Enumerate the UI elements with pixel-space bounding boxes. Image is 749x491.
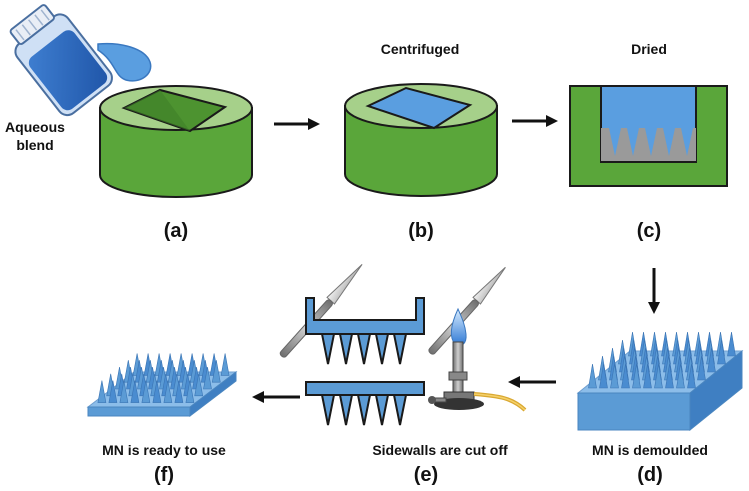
needle bbox=[141, 380, 151, 403]
needle bbox=[687, 363, 696, 389]
step-b-mould bbox=[344, 83, 498, 197]
needle bbox=[643, 363, 652, 389]
mould-sidewalls-removed bbox=[305, 381, 425, 426]
step-a-mould bbox=[99, 85, 253, 198]
scalpel-icon bbox=[279, 263, 363, 358]
step-c-cross-section bbox=[569, 85, 728, 187]
needle bbox=[185, 380, 195, 403]
needle bbox=[697, 355, 706, 381]
needle bbox=[152, 380, 162, 403]
needles-d bbox=[588, 331, 736, 389]
bottle-icon bbox=[9, 4, 152, 117]
panel-label-b: (b) bbox=[408, 220, 434, 242]
panel-label-e: (e) bbox=[414, 464, 438, 486]
needle bbox=[717, 339, 726, 365]
centrifuged-label: Centrifuged bbox=[381, 41, 460, 57]
needle bbox=[119, 380, 129, 403]
needle bbox=[588, 363, 597, 389]
mould-with-sidewalls bbox=[305, 297, 425, 365]
bunsen-burner-icon bbox=[428, 307, 527, 412]
blend-label: blend bbox=[16, 137, 53, 153]
needle bbox=[665, 363, 674, 389]
sidewalls-label: Sidewalls are cut off bbox=[372, 442, 508, 458]
demoulded-label: MN is demoulded bbox=[592, 442, 708, 458]
panel-label-a: (a) bbox=[164, 220, 188, 242]
needle bbox=[130, 380, 140, 403]
needles-f bbox=[97, 353, 230, 403]
arrow-b-to-c bbox=[512, 115, 558, 127]
arrow-e-to-f bbox=[252, 391, 300, 403]
needle bbox=[654, 363, 663, 389]
needle bbox=[599, 363, 608, 389]
needle bbox=[220, 353, 230, 376]
needle bbox=[108, 380, 118, 403]
needle bbox=[632, 363, 641, 389]
needle bbox=[97, 380, 107, 403]
needle bbox=[163, 380, 173, 403]
arrow-a-to-b bbox=[274, 118, 320, 130]
needle bbox=[211, 360, 221, 383]
scalpel-icon bbox=[428, 266, 506, 355]
needle bbox=[621, 363, 630, 389]
arrow-c-to-d bbox=[648, 268, 660, 314]
needle bbox=[203, 366, 212, 390]
arrow-d-to-e bbox=[508, 376, 556, 388]
aqueous-label: Aqueous bbox=[5, 119, 65, 135]
needle bbox=[194, 373, 204, 397]
needle bbox=[676, 363, 685, 389]
ready-label: MN is ready to use bbox=[102, 442, 226, 458]
panel-label-f: (f) bbox=[154, 464, 174, 486]
needle bbox=[707, 347, 716, 373]
dried-label: Dried bbox=[631, 41, 667, 57]
panel-label-c: (c) bbox=[637, 220, 661, 242]
panel-label-d: (d) bbox=[637, 464, 663, 486]
needle bbox=[727, 331, 736, 357]
needle bbox=[610, 363, 619, 389]
needle bbox=[174, 380, 184, 403]
